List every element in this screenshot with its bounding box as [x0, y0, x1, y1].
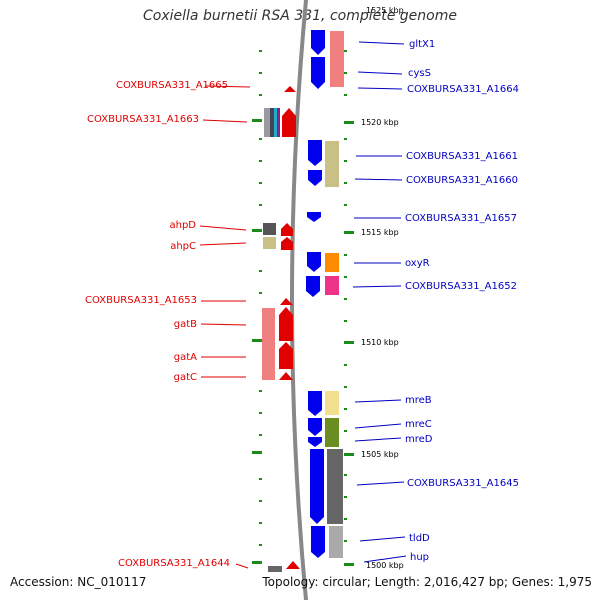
tick-marks [252, 50, 354, 566]
gene-arrow-reverse [308, 170, 322, 186]
forward-arrows [279, 86, 300, 569]
genome-backbone [290, 0, 308, 600]
kbp-label: 1515 kbp [361, 228, 399, 237]
gene-label-right[interactable]: COXBURSA331_A1660 [406, 175, 518, 186]
gene-arrow-reverse [307, 212, 321, 222]
gene-arrow-reverse [308, 437, 322, 447]
leader-lines [199, 41, 407, 569]
gene-arrow-forward [282, 108, 296, 137]
gene-arrow-reverse [308, 140, 322, 166]
gene-arrow-reverse [307, 252, 321, 272]
gene-label-right[interactable]: COXBURSA331_A1652 [405, 281, 517, 292]
right-color-blocks [325, 31, 344, 558]
kbp-label: 1510 kbp [361, 338, 399, 347]
gene-label-left[interactable]: gatB [174, 319, 197, 330]
gene-label-left[interactable]: gatA [174, 352, 197, 363]
kbp-label: 1520 kbp [361, 118, 399, 127]
gene-arrow-reverse [311, 526, 325, 558]
gene-arrow-forward [279, 372, 293, 380]
gene-label-right[interactable]: COXBURSA331_A1645 [407, 478, 519, 489]
gene-arrow-forward [281, 237, 293, 250]
kbp-label: 1525 kbp [366, 6, 404, 15]
gene-arrow-forward [280, 298, 293, 305]
gene-arrow-reverse [311, 30, 325, 55]
gene-arrow-forward [286, 561, 300, 569]
gene-label-right[interactable]: COXBURSA331_A1661 [406, 151, 518, 162]
reverse-arrows [306, 30, 325, 558]
gene-label-left[interactable]: COXBURSA331_A1653 [85, 295, 197, 306]
gene-arrow-reverse [308, 391, 322, 416]
left-color-blocks [262, 108, 282, 572]
gene-label-right[interactable]: cysS [408, 68, 431, 79]
gene-arrow-reverse [310, 449, 324, 524]
gene-label-left[interactable]: COXBURSA331_A1644 [118, 558, 230, 569]
accession-label: Accession: NC_010117 [10, 575, 147, 589]
gene-label-left[interactable]: COXBURSA331_A1663 [87, 114, 199, 125]
gene-label-right[interactable]: COXBURSA331_A1657 [405, 213, 517, 224]
gene-label-right[interactable]: oxyR [405, 258, 430, 269]
topology-label: Topology: circular; Length: 2,016,427 bp… [262, 575, 592, 589]
gene-label-right[interactable]: hup [410, 552, 429, 563]
gene-label-right[interactable]: mreD [405, 434, 433, 445]
gene-arrow-reverse [311, 57, 325, 89]
gene-label-right[interactable]: gltX1 [409, 39, 435, 50]
gene-arrow-reverse [308, 418, 322, 436]
gene-label-left[interactable]: gatC [174, 372, 197, 383]
gene-label-right[interactable]: COXBURSA331_A1664 [407, 84, 519, 95]
gene-arrow-forward [279, 307, 293, 341]
gene-label-left[interactable]: COXBURSA331_A1665 [116, 80, 228, 91]
gene-arrow-forward [284, 86, 296, 92]
gene-label-left[interactable]: ahpC [170, 241, 196, 252]
gene-arrow-forward [281, 223, 293, 236]
gene-arrow-forward [279, 342, 293, 369]
gene-label-right[interactable]: mreC [405, 419, 432, 430]
gene-label-right[interactable]: tldD [409, 533, 430, 544]
map-title: Coxiella burnetii RSA 331, complete geno… [143, 8, 457, 24]
kbp-label: 1500 kbp [366, 561, 404, 570]
kbp-label: 1505 kbp [361, 450, 399, 459]
gene-arrow-reverse [306, 276, 320, 297]
gene-label-left[interactable]: ahpD [169, 220, 196, 231]
gene-label-right[interactable]: mreB [405, 395, 432, 406]
